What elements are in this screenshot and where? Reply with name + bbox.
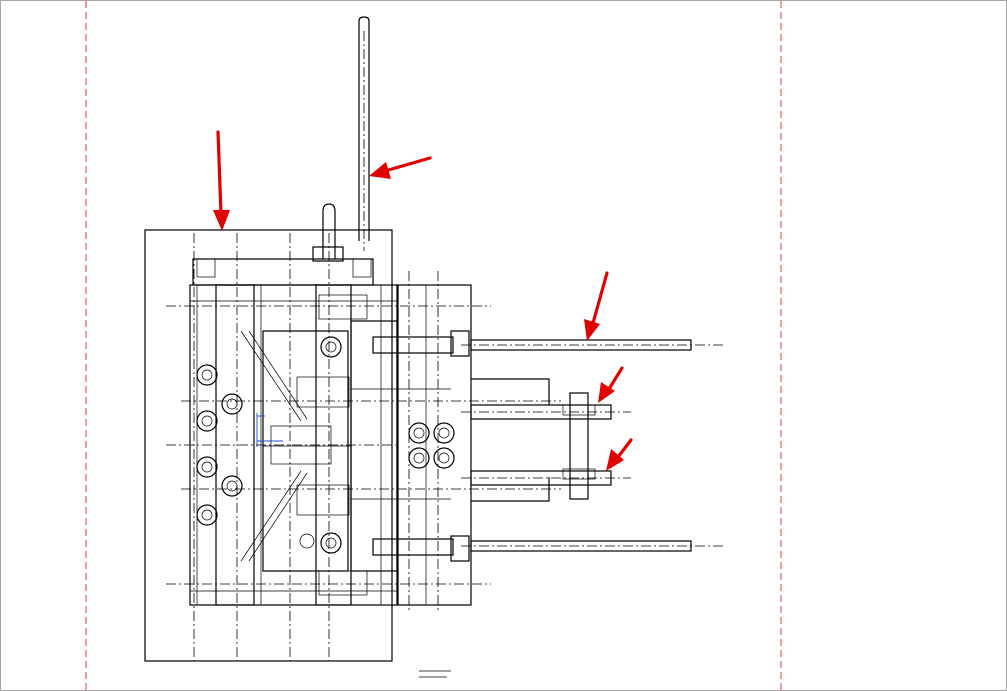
callout-arrow-ejector-upper (598, 366, 624, 403)
callout-arrow-ejector-lower (606, 438, 633, 471)
core-plate[interactable] (396, 284, 472, 606)
callout-arrow-guide-pin (584, 271, 609, 341)
vertical-guide-rod[interactable] (358, 16, 370, 251)
cavity-detail-lines (190, 258, 451, 605)
guide-pin-lower[interactable] (461, 540, 726, 552)
ejector-rod-lower[interactable] (461, 470, 631, 486)
callout-arrow-rod (369, 156, 432, 179)
cavity-insert (262, 330, 349, 572)
top-plate-strip (192, 258, 374, 286)
lifting-knob[interactable] (312, 203, 344, 262)
center-lines (166, 233, 561, 661)
guide-pin-upper[interactable] (461, 339, 726, 351)
ejector-housing[interactable] (471, 378, 596, 502)
callout-arrow-top-left (213, 130, 230, 231)
clamp-plate[interactable] (144, 229, 393, 662)
pin-shoulder-lower (372, 538, 454, 556)
bushing-upper (450, 330, 470, 357)
ejector-rod-upper[interactable] (461, 404, 631, 420)
pin-shoulder-upper (372, 336, 454, 354)
slide-block (350, 320, 398, 572)
selected-feature[interactable] (256, 413, 283, 447)
bushing-lower (450, 535, 470, 562)
core-fastener-cluster (408, 422, 455, 469)
